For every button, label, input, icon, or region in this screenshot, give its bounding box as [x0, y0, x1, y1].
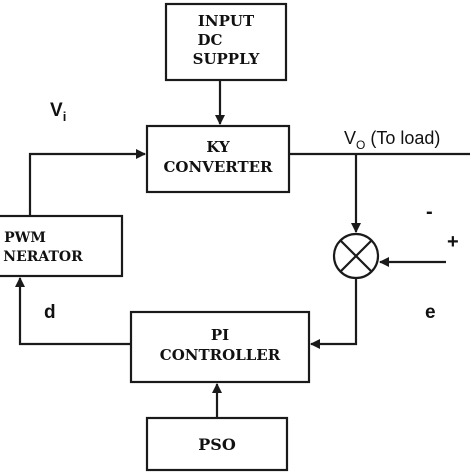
input-dc-supply-line-3: SUPPLY [193, 50, 260, 68]
pi-controller-line-1: PI [211, 326, 229, 344]
ky-converter-line-1: KY [206, 138, 230, 156]
vi-label: Vi [50, 100, 66, 124]
input-dc-supply-line-1: INPUT [198, 12, 255, 30]
plus-sign: + [447, 231, 459, 253]
minus-sign: - [426, 201, 433, 223]
ky-converter-line-2: CONVERTER [163, 158, 273, 176]
pwm-generator-line-2: NERATOR [3, 249, 83, 265]
pwm-generator-line-1: PWM [4, 230, 46, 246]
summing-junction [332, 232, 380, 280]
duty-cycle-label: d [44, 302, 56, 323]
arrow-pi-to-pwm-generator [15, 277, 131, 346]
pi-controller-block: PI CONTROLLER [129, 310, 311, 384]
pso-block: PSO [145, 416, 289, 472]
pwm-generator-block: PWM NERATOR [0, 214, 124, 278]
ky-converter-block: KY CONVERTER [145, 124, 291, 194]
input-dc-supply-line-2: DC [198, 31, 223, 49]
vo-label: VO (To load) [344, 128, 440, 152]
pi-controller-line-2: CONTROLLER [160, 346, 281, 364]
arrow-pwm-to-converter [28, 149, 146, 216]
pso-label: PSO [198, 435, 236, 454]
arrow-error-to-pi-controller [310, 278, 358, 349]
error-label: e [425, 302, 436, 323]
input-dc-supply-block: INPUT DC SUPPLY [164, 2, 288, 82]
